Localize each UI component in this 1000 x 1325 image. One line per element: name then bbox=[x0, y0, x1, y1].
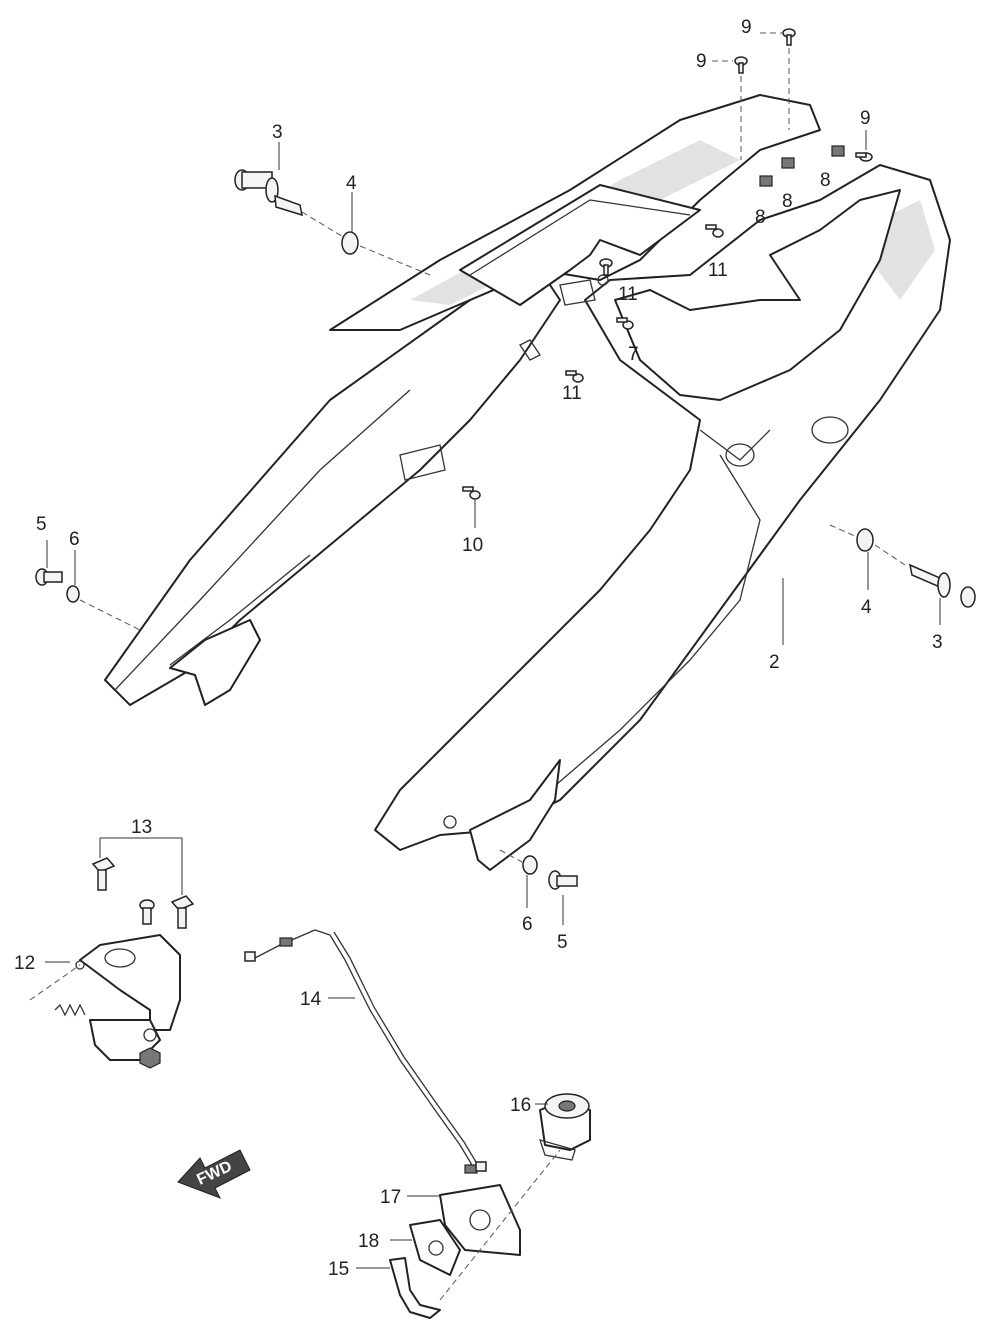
bolt-13-b bbox=[139, 899, 155, 925]
callout-17: 17 bbox=[380, 1187, 401, 1208]
leader-lines bbox=[29, 32, 941, 1301]
bolt-3-right bbox=[908, 563, 976, 608]
callout-9: 9 bbox=[741, 17, 752, 38]
callout-8: 8 bbox=[755, 207, 766, 228]
screw-11-a bbox=[705, 224, 724, 238]
screw-9-a bbox=[782, 28, 796, 46]
lock-plate bbox=[389, 1184, 521, 1319]
callout-3: 3 bbox=[272, 122, 283, 143]
seat-lock-bracket bbox=[54, 857, 195, 1069]
forward-direction-arrow: FWD bbox=[177, 1149, 251, 1199]
screw-9-c bbox=[855, 152, 873, 162]
screw-11-b bbox=[616, 317, 634, 330]
callout-2: 2 bbox=[769, 652, 780, 673]
callout-6: 6 bbox=[522, 914, 533, 935]
rear-seat-cowl bbox=[104, 94, 951, 871]
callout-labels: 9 9 9 3 4 8 8 8 11 11 7 11 10 5 6 4 3 2 … bbox=[14, 17, 943, 1280]
washer-4-left bbox=[341, 231, 359, 255]
bolt-5-left bbox=[35, 568, 63, 586]
bolt-5-right bbox=[548, 870, 578, 890]
callout-8: 8 bbox=[782, 191, 793, 212]
callout-13: 13 bbox=[131, 817, 152, 838]
key-lock-cylinder bbox=[538, 1093, 591, 1161]
clip-nut-8-b bbox=[781, 157, 795, 169]
callout-18: 18 bbox=[358, 1231, 379, 1252]
seat-lock-cable bbox=[244, 929, 487, 1174]
washer-6-right bbox=[522, 855, 538, 875]
screw-10 bbox=[462, 486, 481, 500]
fasteners bbox=[35, 28, 976, 890]
callout-4: 4 bbox=[861, 597, 872, 618]
callout-11: 11 bbox=[708, 260, 728, 281]
screw-11-c bbox=[565, 370, 584, 383]
callout-3: 3 bbox=[932, 632, 943, 653]
screw-9-b bbox=[734, 56, 748, 74]
callout-7: 7 bbox=[628, 344, 639, 365]
washer-6-left bbox=[66, 585, 80, 603]
callout-14: 14 bbox=[300, 989, 322, 1010]
callout-4: 4 bbox=[346, 173, 357, 194]
washer-4-right bbox=[856, 528, 874, 552]
bolt-3-left bbox=[234, 169, 303, 217]
clip-nut-8-a bbox=[759, 175, 773, 187]
callout-10: 10 bbox=[462, 535, 483, 556]
callout-11: 11 bbox=[562, 383, 582, 404]
callout-8: 8 bbox=[820, 170, 831, 191]
screw-7 bbox=[599, 258, 613, 276]
callout-9: 9 bbox=[696, 51, 707, 72]
callout-11: 11 bbox=[618, 284, 638, 305]
callout-9: 9 bbox=[860, 108, 871, 129]
callout-16: 16 bbox=[510, 1095, 531, 1116]
bolt-13-c bbox=[170, 895, 195, 929]
callout-6: 6 bbox=[69, 529, 80, 550]
callout-5: 5 bbox=[36, 514, 47, 535]
clip-nut-8-c bbox=[831, 145, 845, 157]
callout-15: 15 bbox=[328, 1259, 349, 1280]
callout-5: 5 bbox=[557, 932, 568, 953]
bolt-13-a bbox=[91, 857, 116, 891]
callout-12: 12 bbox=[14, 953, 35, 974]
